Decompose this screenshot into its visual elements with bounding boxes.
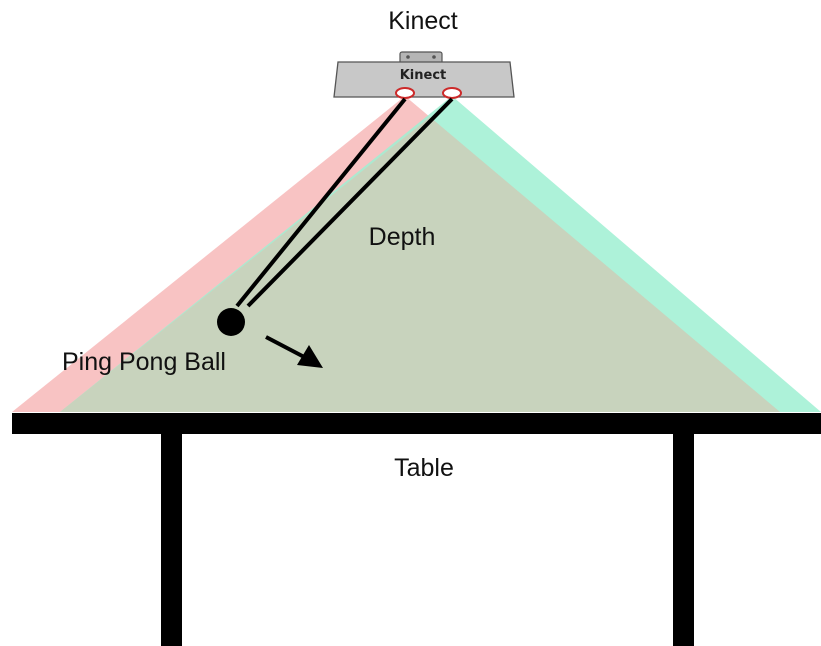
kinect-body bbox=[333, 61, 515, 98]
beam-line-right bbox=[246, 97, 454, 308]
ping-pong-ball-icon bbox=[217, 308, 245, 336]
kinect-ir-emitter bbox=[395, 87, 415, 99]
kinect-sensor-icon: Kinect bbox=[333, 51, 515, 99]
depth-label: Depth bbox=[369, 223, 436, 251]
table-top bbox=[12, 413, 821, 434]
kinect-device-label: Kinect bbox=[400, 68, 447, 83]
ping-pong-ball-label: Ping Pong Ball bbox=[62, 348, 226, 376]
table-label: Table bbox=[394, 454, 454, 482]
motion-arrow-icon bbox=[265, 335, 323, 368]
table-leg-right bbox=[673, 432, 694, 646]
overlap-region bbox=[60, 117, 780, 412]
kinect-depth-camera bbox=[442, 87, 462, 99]
beam-line-left bbox=[235, 97, 407, 308]
kinect-title: Kinect bbox=[388, 7, 458, 35]
table-leg-left bbox=[161, 432, 182, 646]
table bbox=[12, 413, 821, 646]
field-of-view bbox=[12, 96, 821, 412]
depth-beams bbox=[235, 97, 454, 308]
